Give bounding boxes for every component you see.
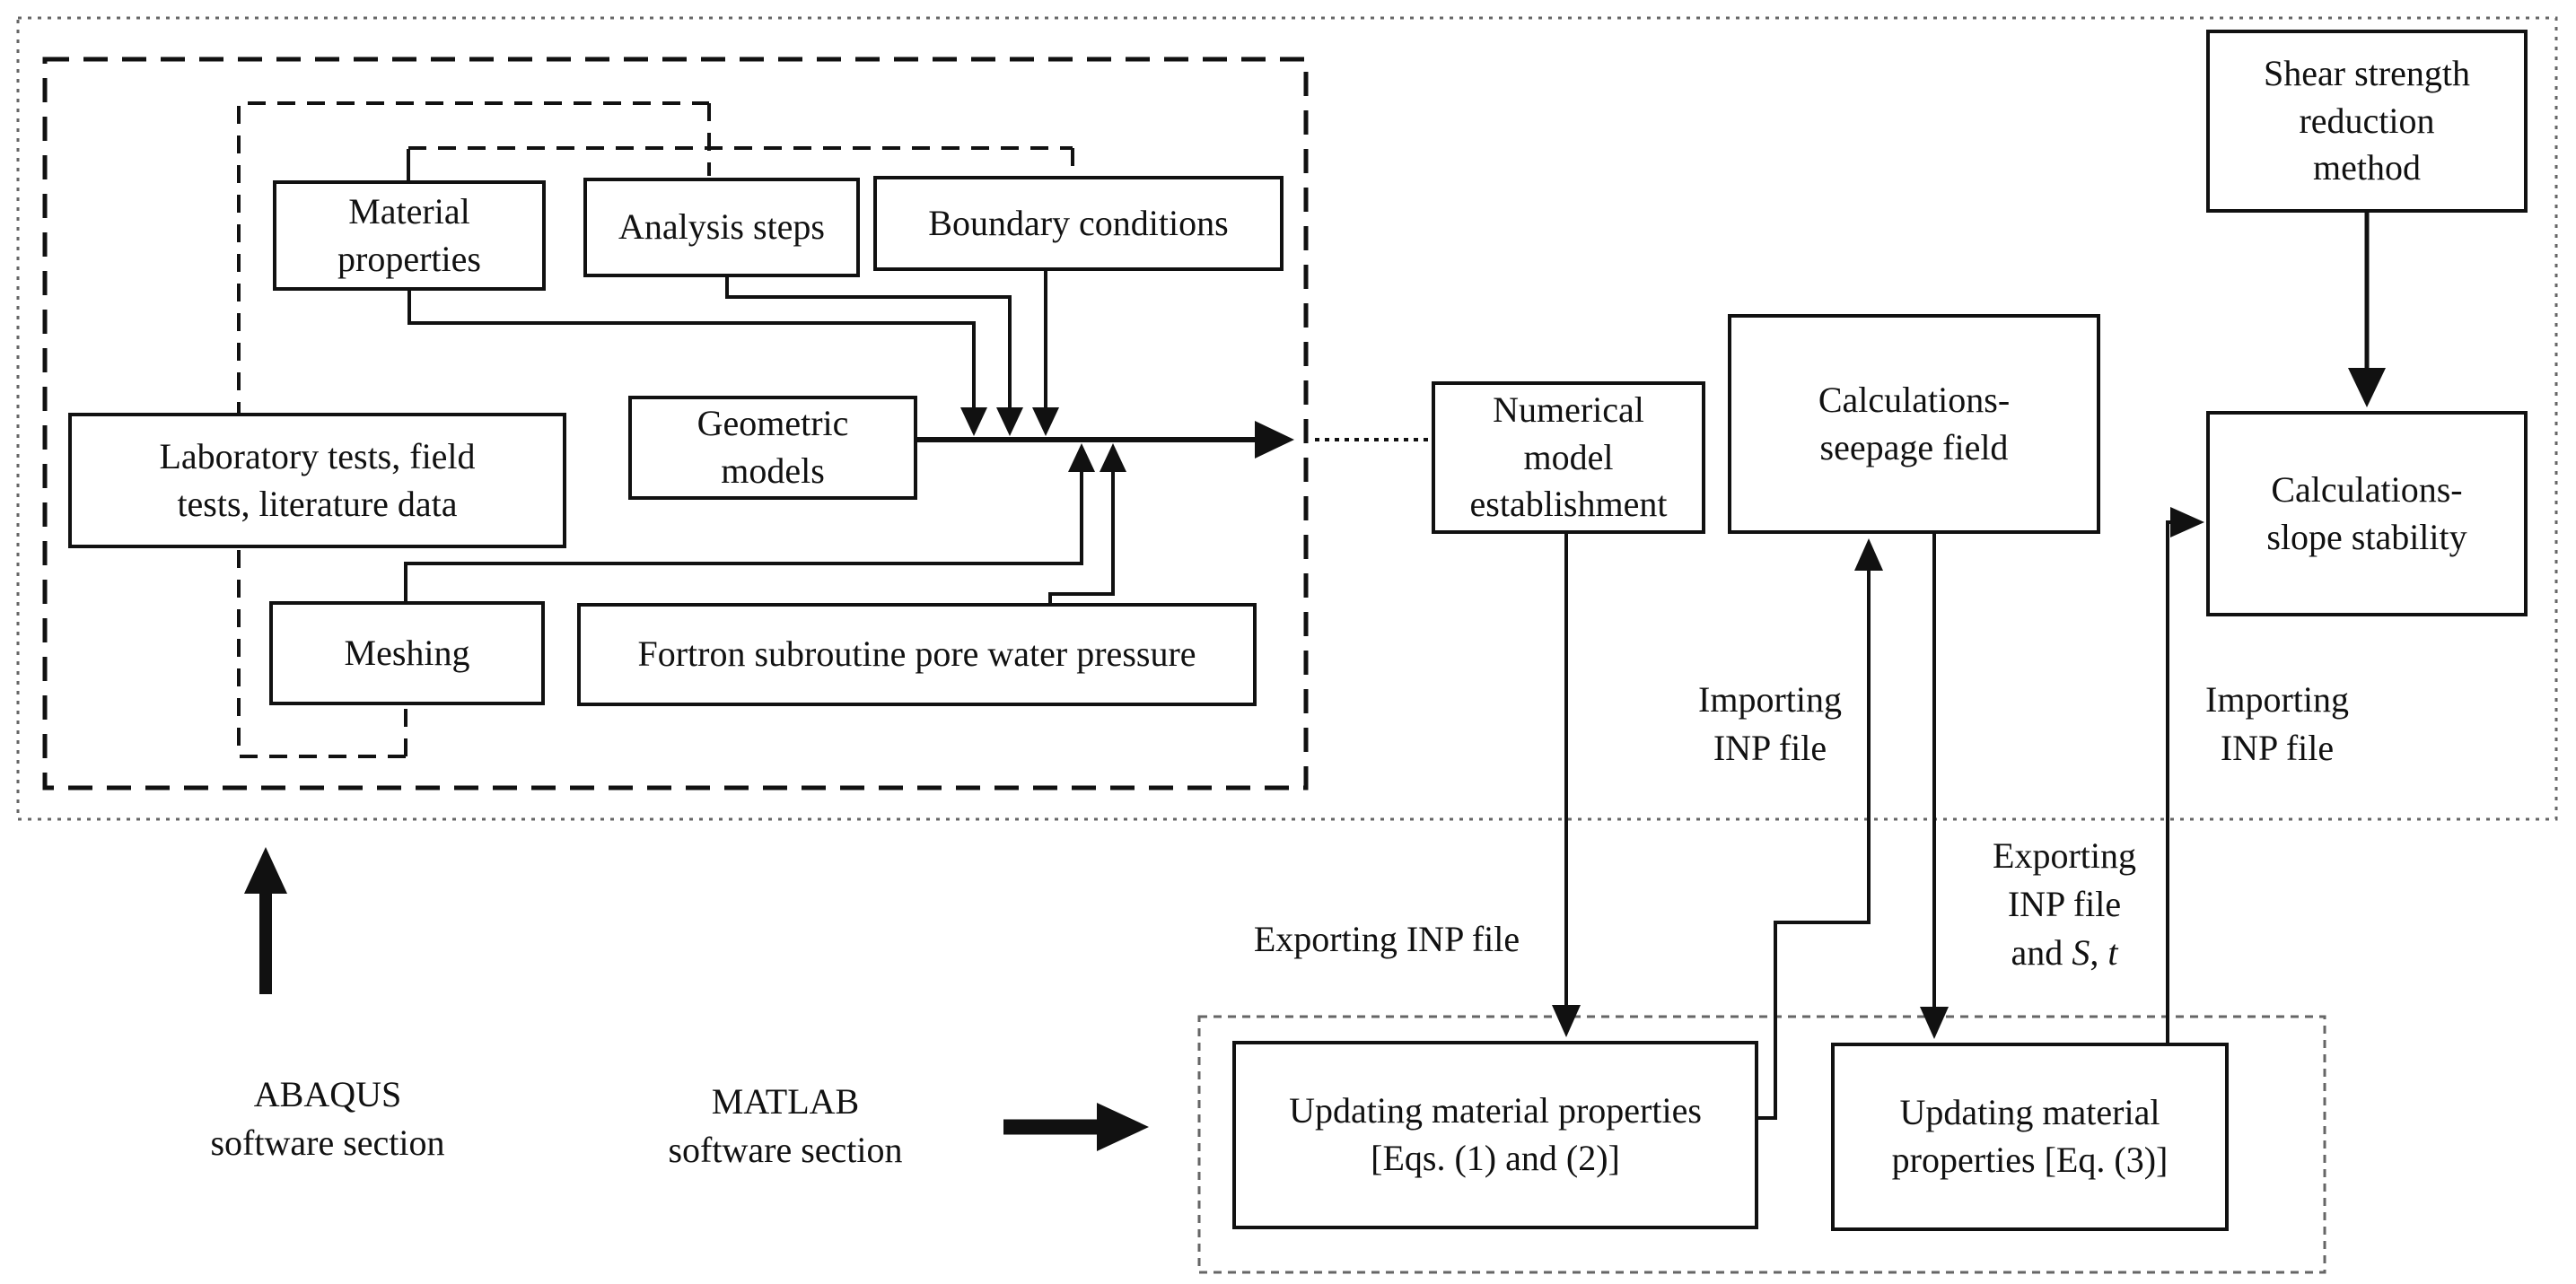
arrowhead-analysis-down [996, 407, 1023, 436]
abaqus-section-arrowhead-up [244, 847, 287, 894]
matlab-section-arrowhead-right [1097, 1103, 1149, 1151]
label-exporting-inp-file-and-s-t: Exporting INP file and S, t [1993, 835, 2136, 973]
connector-importing-inp-slope [2166, 520, 2172, 1043]
connector-fortran-to-line [1048, 470, 1115, 603]
label-exporting-inp-file: Exporting INP file [1253, 919, 1520, 959]
arrowhead-importing-up [1854, 538, 1883, 571]
arrowhead-main-right [1255, 421, 1294, 459]
box-geometric-models: Geometric models [628, 396, 917, 500]
arrowhead-importing-slope-right [2170, 507, 2204, 537]
box-numerical-model-establishment: Numerical model establishment [1432, 381, 1705, 534]
box-meshing: Meshing [269, 601, 545, 705]
box-updating-material-eq-3: Updating material properties [Eq. (3)] [1831, 1043, 2229, 1231]
connector-meshing-to-line [404, 470, 1083, 601]
arrowhead-exporting-down [1552, 1005, 1581, 1037]
box-shear-strength-reduction: Shear strength reduction method [2206, 30, 2528, 213]
dashed-group-bracket-left [237, 101, 711, 758]
arrowhead-shear-down [2348, 368, 2386, 407]
box-updating-material-eqs-1-2: Updating material properties [Eqs. (1) a… [1232, 1041, 1758, 1229]
box-calculations-slope-stability: Calculations- slope stability [2206, 411, 2528, 616]
label-abaqus-software-section: ABAQUS software section [210, 1074, 445, 1163]
arrowhead-exporting-st-down [1920, 1007, 1949, 1039]
box-laboratory-tests: Laboratory tests, field tests, literatur… [68, 413, 566, 548]
connector-analysis-to-line [725, 277, 1012, 408]
label-matlab-software-section: MATLAB software section [668, 1081, 903, 1170]
arrowhead-fortran-up [1100, 443, 1126, 472]
arrowhead-meshing-up [1068, 443, 1095, 472]
box-material-properties: Material properties [273, 180, 546, 291]
dashed-group-bracket-right [408, 146, 1074, 176]
box-fortran-subroutine: Fortron subroutine pore water pressure [577, 603, 1257, 706]
box-calculations-seepage-field: Calculations- seepage field [1728, 314, 2100, 534]
connector-importing-inp-seepage [1758, 571, 1871, 1120]
abaqus-inner-dashed-border [42, 57, 1309, 790]
arrowhead-boundary-down [1032, 407, 1059, 436]
arrowhead-material-down [960, 407, 987, 436]
matlab-section-dotted-border [1197, 1015, 2326, 1274]
connector-material-to-line [407, 291, 976, 408]
box-boundary-conditions: Boundary conditions [873, 176, 1284, 271]
label-importing-inp-file-seepage: Importing INP file [1698, 679, 1842, 768]
label-importing-inp-file-slope: Importing INP file [2205, 679, 2349, 768]
box-analysis-steps: Analysis steps [583, 178, 860, 277]
